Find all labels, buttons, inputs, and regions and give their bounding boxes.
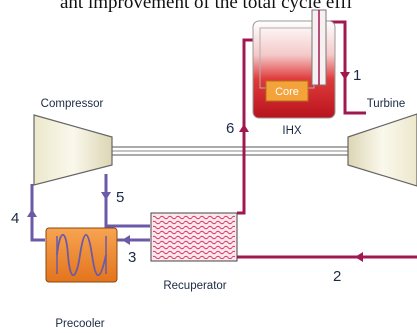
shaft [111, 146, 349, 156]
arrow-2 [355, 252, 363, 262]
arrow-4 [27, 209, 37, 217]
arrow-3 [122, 235, 130, 245]
state-point-3: 3 [128, 249, 136, 266]
ihx-label: IHX [282, 125, 302, 137]
turbine [347, 113, 417, 187]
ihx-vessel [252, 9, 336, 119]
recuperator-label: Recuperator [163, 280, 226, 292]
recuperator [150, 212, 238, 262]
arrow-6 [239, 124, 249, 132]
compressor-label: Compressor [41, 98, 104, 110]
core-label: Core [275, 86, 299, 98]
precooler [45, 227, 118, 283]
state-point-1: 1 [353, 67, 361, 84]
line-5 [104, 174, 150, 228]
turbine-label: Turbine [367, 98, 406, 110]
state-point-2: 2 [333, 268, 341, 285]
arrow-1 [340, 72, 350, 80]
caption-text: ant improvement of the total cycle effi [60, 0, 352, 13]
precooler-label: Precooler [55, 318, 104, 330]
state-point-6: 6 [226, 120, 234, 137]
compressor [33, 114, 113, 186]
state-point-5: 5 [116, 189, 124, 206]
arrow-5 [101, 192, 111, 200]
line-4 [30, 184, 45, 242]
state-point-4: 4 [11, 210, 19, 227]
core-block: Core [265, 80, 309, 102]
